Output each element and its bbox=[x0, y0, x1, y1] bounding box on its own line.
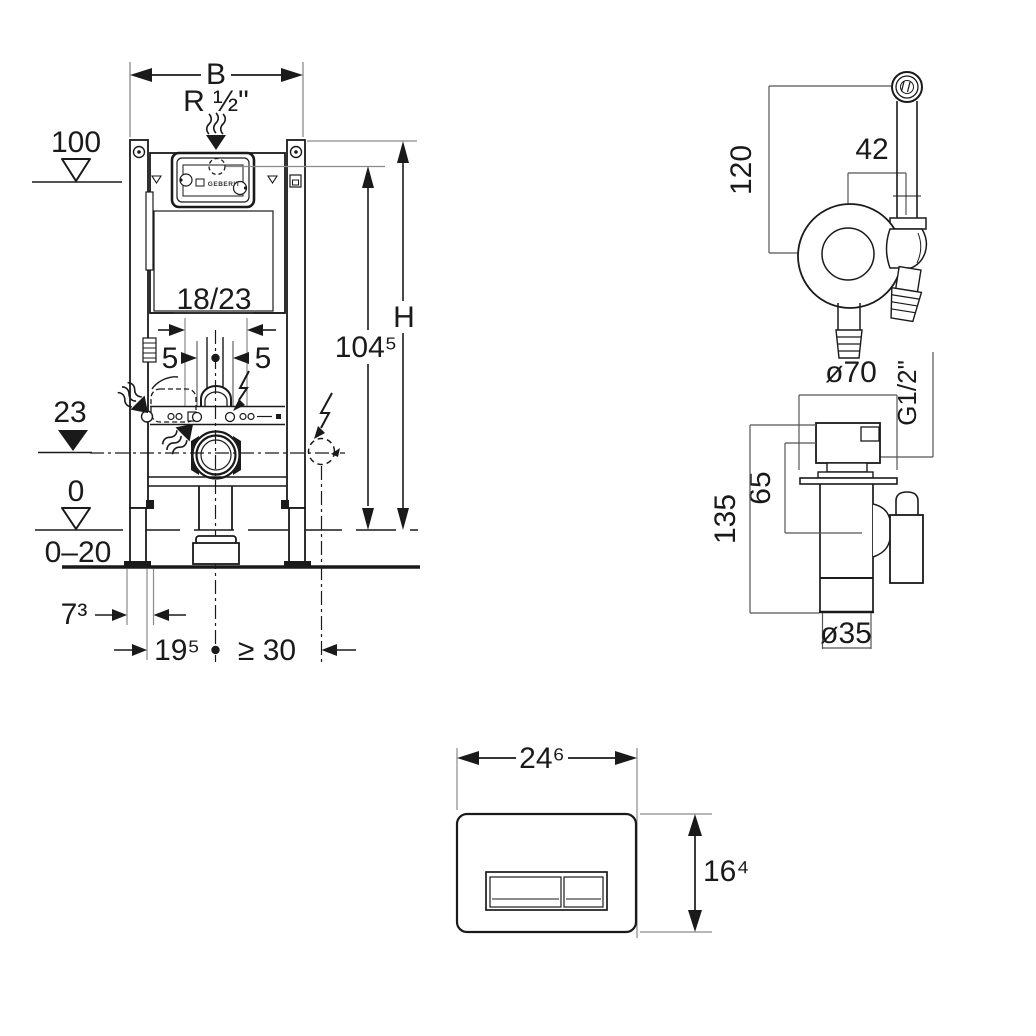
spray-holder-body bbox=[797, 203, 928, 359]
dim-bolt-spacing: 18/23 bbox=[150, 283, 285, 406]
frame-view: B R ½" 100 bbox=[32, 58, 420, 667]
valve-pipe-label: ø35 bbox=[820, 617, 872, 650]
flush-button-large bbox=[489, 876, 562, 908]
plate-width-label: 24⁶ bbox=[519, 742, 565, 775]
valve-flange-label: ø70 bbox=[825, 356, 877, 389]
dim-hole-offsets: 5 5 bbox=[162, 337, 272, 406]
plate-height-label: 16⁴ bbox=[703, 855, 749, 888]
dim-valve-thread: G1/2" bbox=[880, 352, 934, 458]
water-level-mark-right bbox=[266, 175, 279, 185]
electrical-bolt2-icon bbox=[319, 392, 333, 429]
spray-tube bbox=[889, 101, 927, 230]
spray-head bbox=[891, 71, 923, 103]
spray-inlet-thread bbox=[835, 303, 863, 359]
brand-logo: GEBERIT bbox=[208, 181, 240, 188]
dim-frame-height: H bbox=[307, 140, 417, 530]
offset-left-label: 5 bbox=[162, 342, 179, 375]
frame-legs bbox=[124, 500, 311, 567]
lower-crossbar bbox=[148, 476, 287, 530]
spray-spacing-label: 42 bbox=[855, 133, 888, 166]
flush-pipe-knockout bbox=[208, 157, 226, 176]
dim-spray-spacing: 42 bbox=[847, 133, 907, 215]
dim-bottom: 7³ 19⁵ ≥ 30 bbox=[61, 569, 356, 667]
level-0-label: 0 bbox=[68, 475, 85, 508]
fixing-rail bbox=[140, 405, 285, 426]
plate-view: 24⁶ 16⁴ bbox=[455, 742, 749, 938]
water-level-mark-left bbox=[150, 175, 163, 185]
height-value-label: 104⁵ bbox=[335, 331, 398, 364]
valve-inlet-height-label: 65 bbox=[744, 471, 777, 504]
dim-valve-pipe: ø35 bbox=[820, 613, 872, 650]
profile-depth-label: 7³ bbox=[61, 598, 88, 631]
dim-valve-flange: ø70 bbox=[798, 356, 898, 470]
spray-view: 120 42 bbox=[725, 71, 928, 359]
dim-spray-height: 120 bbox=[725, 85, 891, 254]
dim-valve-total-height: 135 bbox=[709, 424, 819, 614]
level-23-label: 23 bbox=[53, 396, 86, 429]
valve-total-height-label: 135 bbox=[709, 494, 742, 544]
level-0-marker: 0 0–20 bbox=[35, 475, 418, 569]
valve-handle bbox=[872, 491, 924, 584]
flex-hose-arrow-left-icon bbox=[117, 381, 149, 414]
level-23-marker: 23 bbox=[53, 396, 88, 451]
flush-button-small bbox=[563, 876, 604, 908]
clearance-label: ≥ 30 bbox=[238, 634, 296, 667]
electrical-knockout bbox=[307, 392, 340, 466]
flush-plate bbox=[455, 812, 638, 934]
center-dist-label: 19⁵ bbox=[154, 634, 200, 667]
dim-frame-width: B bbox=[129, 58, 304, 137]
height-symbol-label: H bbox=[393, 301, 415, 334]
electrical-bolt-icon bbox=[233, 370, 250, 411]
dim-panel-height: 104⁵ bbox=[226, 165, 398, 530]
frame-width-label: B bbox=[206, 58, 226, 91]
water-supply-arrow-icon bbox=[205, 112, 227, 150]
spray-height-label: 120 bbox=[725, 145, 758, 195]
dim-plate-height: 16⁴ bbox=[640, 813, 749, 933]
bolt-spacing-label: 18/23 bbox=[176, 283, 251, 316]
level-100-marker: 100 bbox=[32, 126, 122, 183]
offset-right-label: 5 bbox=[255, 342, 272, 375]
drain-socket bbox=[192, 535, 240, 565]
flex-hose-arrow-lower-icon bbox=[161, 423, 194, 455]
valve-view: ø70 G1/2" bbox=[709, 352, 934, 650]
floor-range-label: 0–20 bbox=[45, 536, 112, 569]
threaded-rod bbox=[142, 337, 157, 363]
spray-outlet-thread bbox=[890, 265, 923, 323]
level-100-label: 100 bbox=[51, 126, 101, 159]
valve-thread-label: G1/2" bbox=[892, 360, 922, 426]
water-supply-label: R ½" bbox=[183, 85, 249, 118]
